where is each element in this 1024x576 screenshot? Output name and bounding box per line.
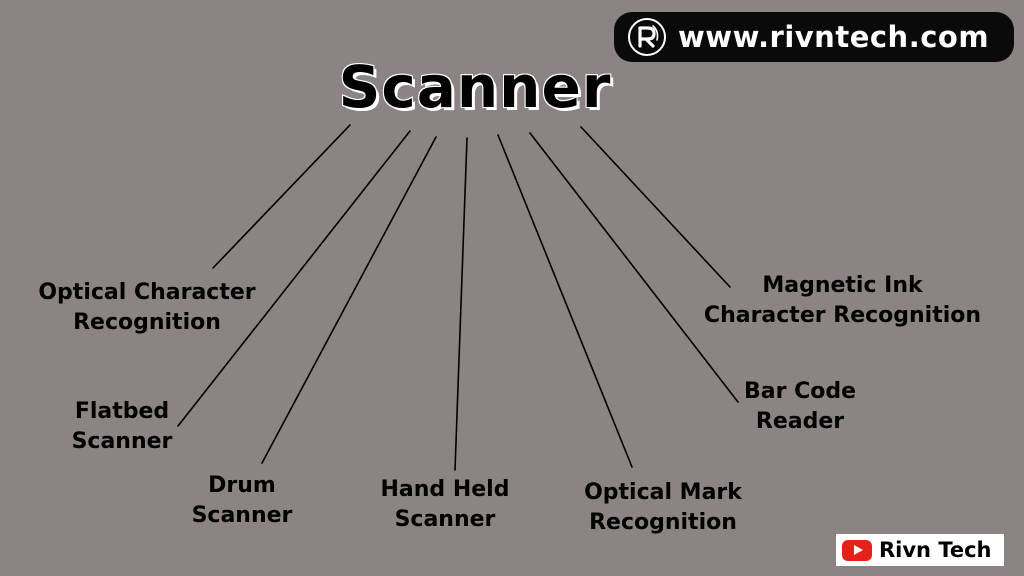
node-label-line-1: Drum <box>208 473 276 498</box>
node-label-line-1: Hand Held <box>380 477 510 502</box>
node-hand-held-scanner: Hand Held Scanner <box>360 475 530 535</box>
node-label-line-2: Scanner <box>191 503 293 528</box>
website-url: www.rivntech.com <box>678 20 990 54</box>
node-label-line-1: Flatbed <box>74 399 170 424</box>
connector-bar <box>529 132 739 403</box>
website-badge: www.rivntech.com <box>614 12 1014 62</box>
node-flatbed-scanner: Flatbed Scanner <box>52 397 192 457</box>
youtube-icon <box>842 539 872 561</box>
node-optical-character-recognition: Optical Character Recognition <box>22 278 272 338</box>
node-label-line-1: Optical Character <box>38 280 256 305</box>
node-label-line-2: Scanner <box>394 507 496 532</box>
diagram-root-title: Scanner <box>338 52 612 122</box>
rivn-logo-icon <box>628 18 666 56</box>
node-label-line-1: Optical Mark <box>584 480 742 505</box>
node-label-line-2: Character Recognition <box>703 303 982 328</box>
connector-omr <box>497 134 633 468</box>
node-label-line-2: Recognition <box>73 310 221 335</box>
connector-ocr <box>212 124 351 269</box>
node-bar-code-reader: Bar Code Reader <box>720 377 880 437</box>
connector-drum <box>261 136 437 464</box>
node-optical-mark-recognition: Optical Mark Recognition <box>568 478 758 538</box>
node-label-line-2: Scanner <box>71 429 173 454</box>
node-label-line-1: Magnetic Ink <box>762 273 923 298</box>
node-label-line-2: Recognition <box>589 510 737 535</box>
node-label-line-1: Bar Code <box>743 379 857 404</box>
connector-flat <box>177 130 411 427</box>
node-magnetic-ink-character-recognition: Magnetic Ink Character Recognition <box>690 271 995 331</box>
node-label-line-2: Reader <box>755 409 845 434</box>
channel-name: Rivn Tech <box>879 538 992 562</box>
connector-micr <box>580 126 731 288</box>
channel-badge: Rivn Tech <box>836 534 1004 566</box>
node-drum-scanner: Drum Scanner <box>172 471 312 531</box>
connector-hand <box>454 137 468 471</box>
